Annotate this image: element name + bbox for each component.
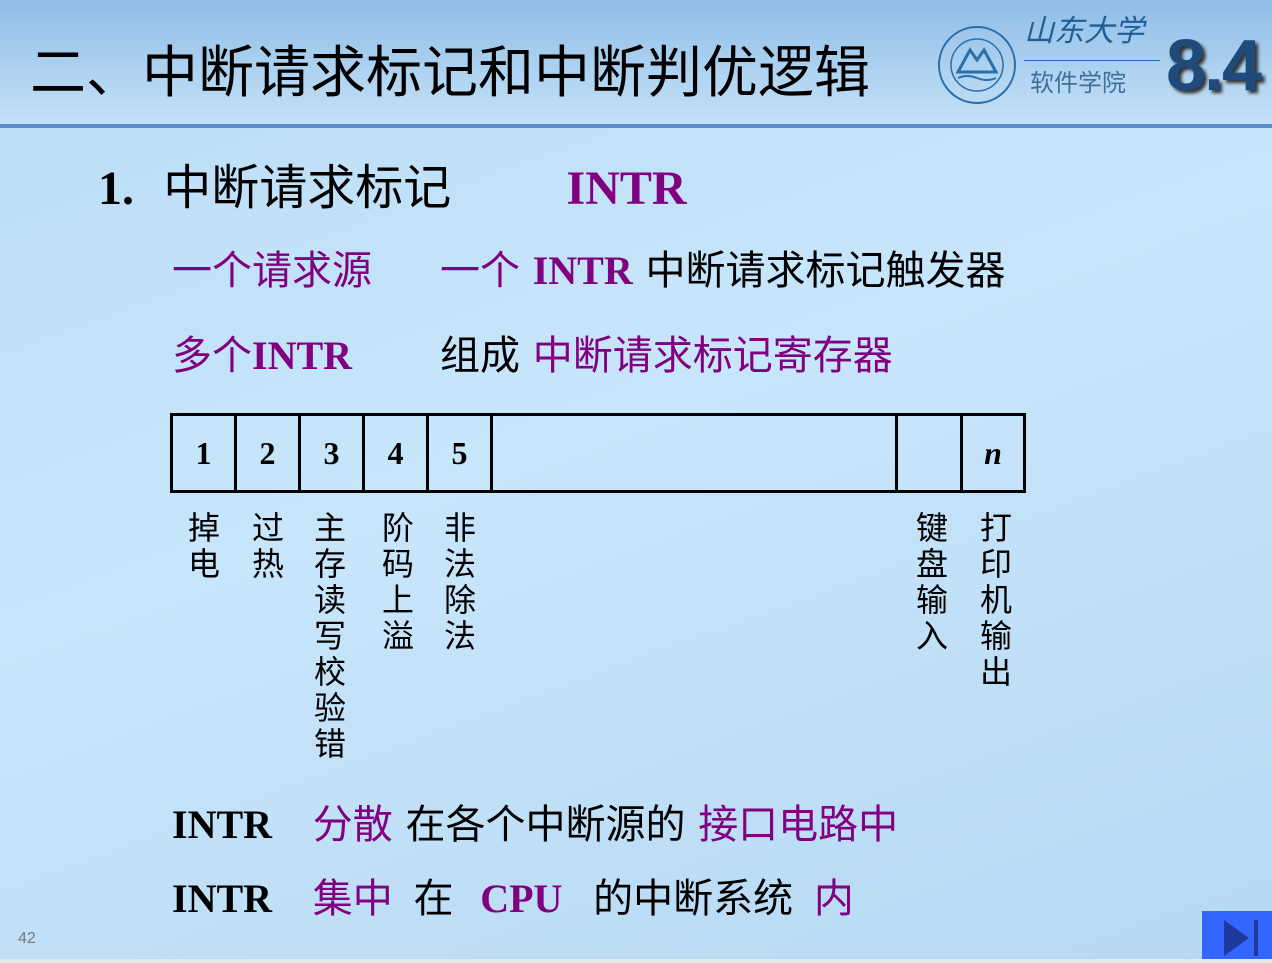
bit-label: 键盘输入 [915,509,948,655]
line1-b: INTR [532,248,633,293]
line2-a: 多个 [172,333,252,379]
university-seal-logo [938,26,1016,104]
interrupt-request-register: 1 2 3 4 5 n [170,413,1026,493]
header-divider [0,124,1272,128]
school-subtitle: 软件学院 [1030,69,1126,97]
b1-d: 接口电路中 [698,802,899,848]
bit-label: 主存读写校验错 [313,509,346,763]
bit-label: 非法除法 [443,509,476,655]
line2-c: 组成 [440,333,520,379]
register-bit [898,416,963,490]
line1-c: 中断请求标记触发器 [645,248,1006,294]
b1-a: INTR [172,802,273,847]
b2-c: 在 [413,876,454,922]
register-gap [493,416,898,490]
register-bit: n [984,434,1002,471]
b2-e: 的中断系统 [593,876,794,922]
b2-d: CPU [480,876,563,921]
next-slide-button[interactable] [1202,911,1272,959]
register-bit: 1 [173,416,237,490]
line1-right: 一个 INTR 中断请求标记触发器 [440,238,1005,296]
line1-a: 一个 [440,248,520,294]
b2-f: 内 [813,876,854,922]
page-number: 42 [18,930,36,947]
header-band [0,0,1272,124]
line2-b: INTR [252,333,353,378]
bit-label: 掉电 [187,509,220,583]
register-bit: 2 [237,416,301,490]
logo-rule [1024,60,1160,61]
bottom-line-2: INTR 集中 在 CPU 的中断系统 内 [172,866,854,924]
section-number: 8.4 [1166,26,1262,106]
school-name: 山东大学 [1024,14,1144,49]
bit-label: 阶码上溢 [381,509,414,655]
b2-b: 集中 [312,876,393,922]
b2-a: INTR [172,876,273,921]
register-bit: 4 [365,416,429,490]
section-heading: 1. 中断请求标记 INTR [98,148,687,218]
b1-b: 分散 [312,802,393,848]
heading-number: 1. [98,162,134,215]
line2-left: 多个INTR [172,323,352,381]
bottom-line-1: INTR 分散 在各个中断源的 接口电路中 [172,792,898,850]
bit-label: 打印机输出 [979,509,1012,691]
bottom-bar [0,959,1272,963]
line2-right: 组成 中断请求标记寄存器 [440,323,893,381]
bit-label: 过热 [251,509,284,583]
line1-left: 一个请求源 [172,248,372,294]
heading-term: INTR [566,162,687,215]
b1-c: 在各个中断源的 [405,802,686,848]
line2-d: 中断请求标记寄存器 [532,333,893,379]
register-bit: 3 [301,416,365,490]
register-bit: 5 [429,416,493,490]
slide-title: 二、中断请求标记和中断判优逻辑 [30,41,870,106]
skip-forward-icon [1224,920,1258,956]
heading-text: 中断请求标记 [163,160,452,216]
